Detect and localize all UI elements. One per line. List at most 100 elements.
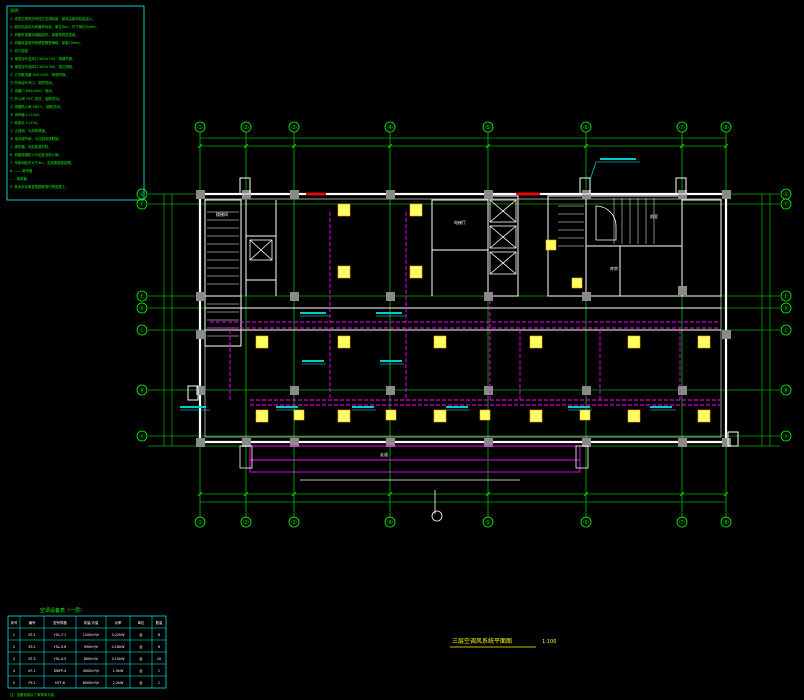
- axis-bubble-left-circle: [136, 324, 148, 336]
- schedule-cell: 8: [158, 633, 160, 637]
- schedule-header-cell: 型号规格: [53, 620, 67, 625]
- axis-bubble-top-circle: [194, 121, 206, 133]
- schedule-cell: 台: [139, 668, 143, 673]
- axis-bubble-top-circle: [288, 121, 300, 133]
- schedule-cell: 0.15kW: [112, 657, 126, 661]
- drawing-title-block: 三层空调风系统平面图 1:100: [450, 637, 556, 648]
- schedule-note: 注：设备参数以厂家样本为准。: [10, 692, 57, 697]
- axis-bubble-right-circle: [780, 302, 792, 314]
- schedule-cell: KT-2: [28, 645, 35, 649]
- schedule-cell: 950m³/h: [84, 645, 98, 649]
- exterior-walls: [198, 192, 728, 444]
- axis-bubble-left: Ⓕ: [139, 201, 144, 208]
- schedule-cell: YSL-7.1: [54, 633, 67, 637]
- wall-stubs: [187, 177, 739, 447]
- notes-line: 3. 风管采用镀锌钢板制作，厚度按规范选用。: [10, 32, 79, 37]
- axis-bubble-left: Ⓖ: [139, 191, 144, 198]
- notes-line: Ⓒ 方形散流器 300×300，带调节阀。: [10, 72, 69, 77]
- axis-bubble-top: ⑷: [387, 124, 392, 131]
- schedule-cell: 台: [139, 632, 143, 637]
- schedule-cell: 台: [139, 644, 143, 649]
- axis-bubble-right: Ⓐ: [783, 433, 788, 440]
- schedule-header-cell: 序号: [11, 620, 18, 625]
- schedule-cell: DBFP-4: [54, 669, 66, 673]
- schedule-cell: 2.2kW: [113, 681, 124, 685]
- schedule-cell: 1: [158, 669, 160, 673]
- axis-bubble-right: Ⓔ: [783, 293, 788, 300]
- axis-bubble-top-circle: [482, 121, 494, 133]
- schedule-cell: 5: [13, 681, 15, 685]
- notes-line: Ⓖ 排烟防火阀 280℃，熔断关闭。: [10, 104, 63, 109]
- floor-plan: 楼梯间 电梯厅 前室 走道 库房 ⑴⑴⑵⑵⑶⑶⑷⑷⑸⑸⑹⑹⑺⑺⑻⑻ⒼⒼⒻⒻⒺⒺⒹ…: [136, 121, 792, 528]
- axis-bubble-top-circle: [580, 121, 592, 133]
- axis-bubble-right: Ⓖ: [783, 191, 788, 198]
- axis-bubble-top: ⑸: [485, 124, 490, 131]
- axis-bubble-right-circle: [780, 290, 792, 302]
- schedule-cell: 1200m³/h: [83, 633, 100, 637]
- schedule-cell: YSL-5.6: [54, 645, 67, 649]
- notes-line: - - - 排风管: [10, 176, 28, 181]
- room-label-stair-left: 楼梯间: [216, 211, 228, 217]
- schedule-cell: 800m³/h: [84, 657, 98, 661]
- axis-bubble-right: Ⓑ: [783, 387, 788, 394]
- axis-bubble-bottom: ⑻: [723, 519, 728, 526]
- axis-bubble-top-circle: [240, 121, 252, 133]
- schedule-cell: YSL-4.5: [54, 657, 67, 661]
- axis-bubble-top: ⑻: [723, 124, 728, 131]
- axis-bubble-top: ⑴: [197, 124, 202, 131]
- axis-bubble-bottom-circle: [580, 516, 592, 528]
- schedule-header-cell: 数量: [156, 620, 163, 625]
- notes-line: Ⓙ 止回阀，与风机联锁。: [10, 128, 48, 133]
- axis-bubble-right-circle: [780, 384, 792, 396]
- room-labels: 楼梯间 电梯厅 前室 走道 库房: [216, 211, 658, 457]
- leader-label-text: [180, 158, 672, 408]
- notes-heading: 说明：: [10, 7, 22, 13]
- notes-line: Ⓚ 电动调节阀，与控制系统联锁。: [10, 136, 62, 141]
- schedule-cell: KT-1: [28, 633, 35, 637]
- schedule-cell: HTF-6: [55, 681, 65, 685]
- room-label-front-room: 前室: [650, 213, 658, 219]
- axis-bubble-top: ⑶: [291, 124, 296, 131]
- drawing-scale: 1:100: [542, 639, 556, 645]
- axis-bubble-bottom-circle: [384, 516, 396, 528]
- notes-line: 9. 其余未尽事宜按国家现行规范施工。: [10, 184, 69, 189]
- axis-bubble-left: Ⓒ: [139, 327, 144, 334]
- axis-bubble-bottom: ⑹: [583, 519, 588, 526]
- notes-line: Ⓑ 单层百叶回风口 800×300，带过滤网。: [10, 64, 75, 69]
- axis-bubble-top: ⑹: [583, 124, 588, 131]
- schedule-cell: 4: [13, 669, 15, 673]
- schedule-cell: 6: [158, 645, 160, 649]
- stair-treads: [207, 198, 655, 337]
- elevator-shafts: [249, 199, 517, 275]
- axis-bubble-left: Ⓓ: [139, 305, 144, 312]
- axis-bubble-right-circle: [780, 198, 792, 210]
- axis-bubble-bottom: ⑵: [243, 519, 248, 526]
- axis-bubble-left-circle: [136, 290, 148, 302]
- schedule-cell: 3: [13, 657, 15, 661]
- notes-line: Ⓘ 软接头 L=150。: [10, 120, 40, 125]
- schedule-cell: KT-3: [28, 657, 35, 661]
- notes-panel: 说明：1. 本层空调采用吊顶式空调机组，新风由新风机组送入。2. 图中标高均为风…: [6, 5, 145, 201]
- schedule-title: 空调设备表（一层）: [40, 607, 85, 614]
- notes-line: 6. 风管穿越防火分区处设防火阀。: [10, 152, 62, 157]
- schedule-header-cell: 单位: [138, 620, 145, 625]
- schedule-cell: 6000m³/h: [83, 681, 100, 685]
- room-label-lift-lobby: 电梯厅: [454, 219, 466, 225]
- axis-bubble-left-circle: [136, 302, 148, 314]
- axis-bubble-top: ⑺: [679, 124, 684, 131]
- schedule-cell: 1: [158, 681, 160, 685]
- axis-bubble-left-circle: [136, 384, 148, 396]
- axis-bubble-top: ⑵: [243, 124, 248, 131]
- schedule-cell: 2: [13, 645, 15, 649]
- duct-network: [210, 212, 720, 406]
- axis-bubble-right: Ⓓ: [783, 305, 788, 312]
- notes-line: 4. 风管保温采用难燃型橡塑海绵，厚度25mm。: [10, 40, 83, 45]
- axis-bubble-right: Ⓒ: [783, 327, 788, 334]
- axis-bubble-left: Ⓔ: [139, 293, 144, 300]
- schedule-cell: 1.5kW: [113, 669, 124, 673]
- axis-bubble-right: Ⓕ: [783, 201, 788, 208]
- drawing-title: 三层空调风系统平面图: [452, 637, 512, 645]
